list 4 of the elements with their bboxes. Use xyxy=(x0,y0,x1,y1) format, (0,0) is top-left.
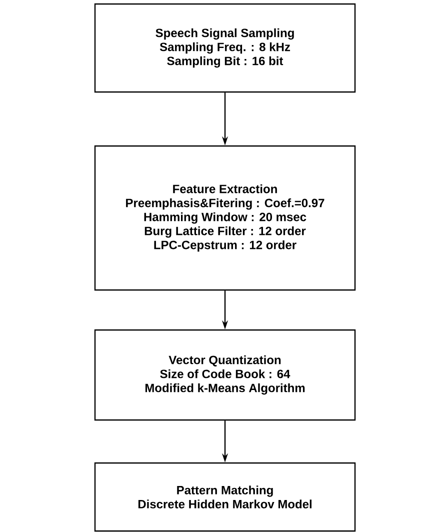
process-box: Vector Quantization Size of Code Book : 64 Modified k-Means Algorithm xyxy=(94,329,356,421)
process-box: Speech Signal Sampling Sampling Freq. : 8 kHz Sampling Bit : 16 bit xyxy=(94,3,356,93)
process-box: Pattern Matching Discrete Hidden Markov Model xyxy=(94,462,356,532)
process-box: Feature Extraction Preemphasis&Fitering : Coef.=0.97 Hamming Window : 20 msec Burg Lattice Filter : 12 order LPC-Cepstrum : 12 order xyxy=(94,145,356,291)
